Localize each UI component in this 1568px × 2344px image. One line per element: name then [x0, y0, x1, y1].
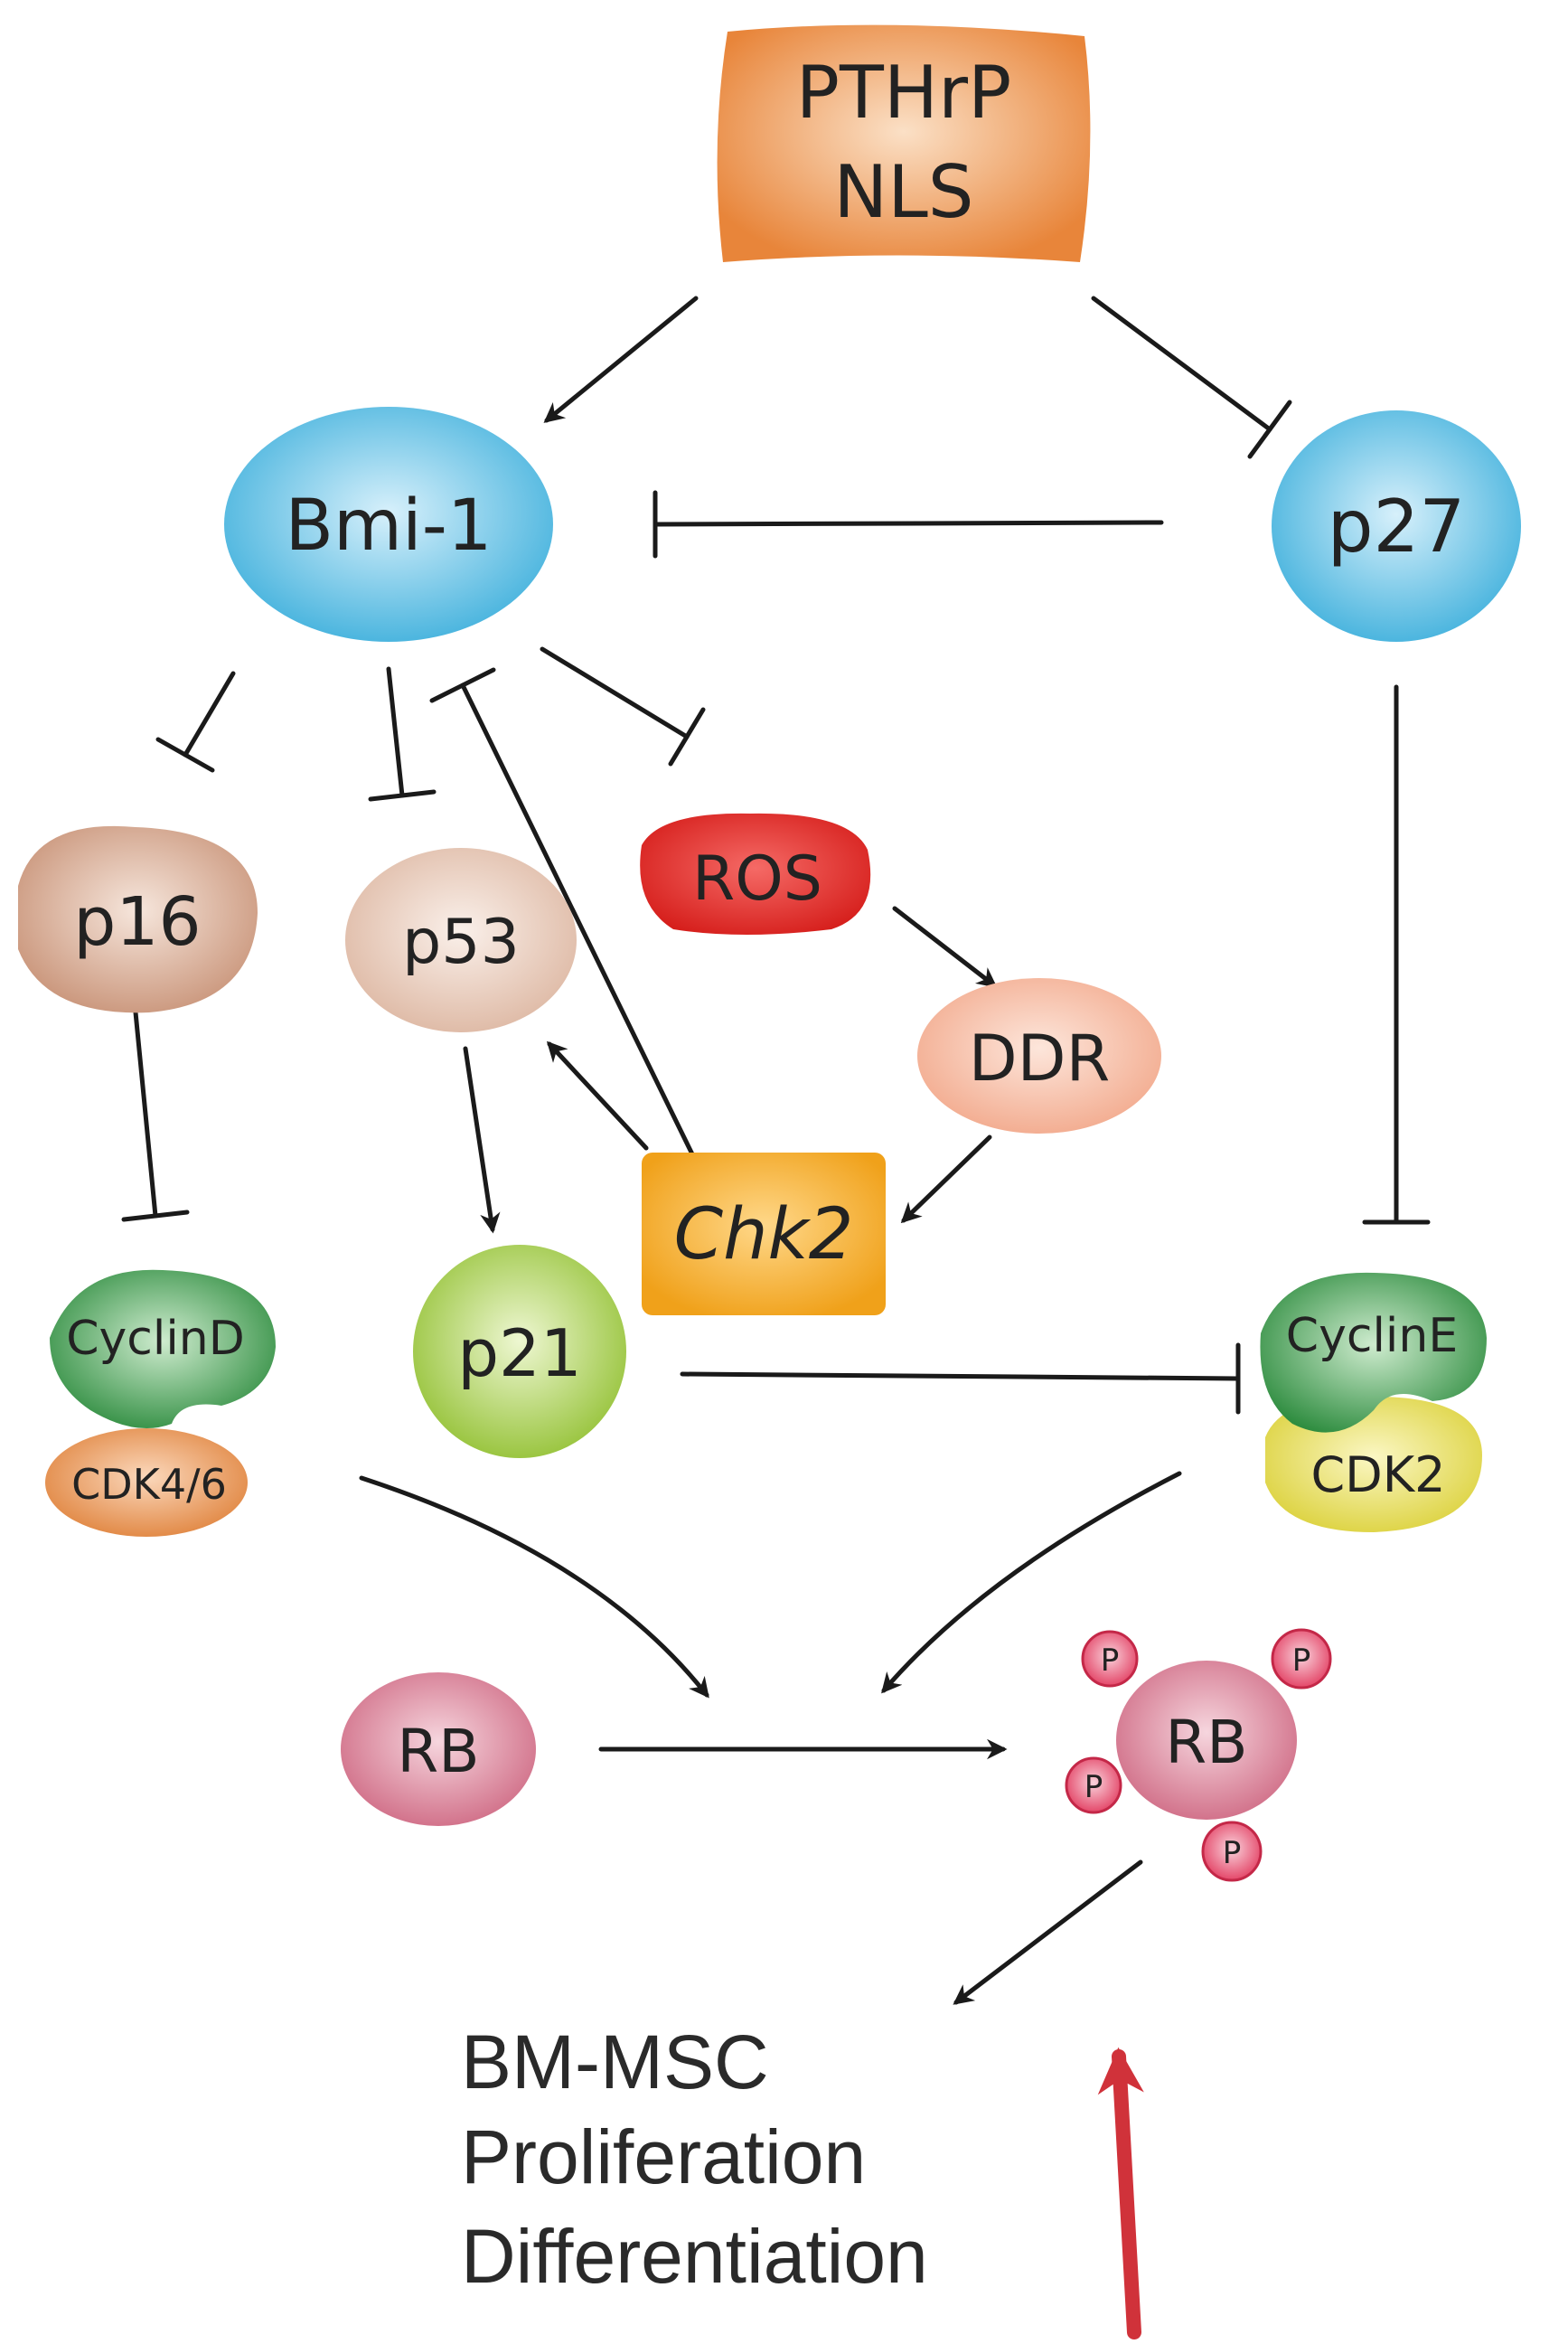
outcome-line-1: BM-MSC — [461, 2019, 769, 2104]
node-p16: p16 — [18, 825, 258, 1013]
svg-text:P: P — [1292, 1643, 1311, 1679]
outcome-line-2: Proliferation — [461, 2114, 866, 2199]
chk2-label: Chk2 — [674, 1194, 854, 1276]
node-p21: p21 — [413, 1245, 626, 1458]
rb-label: RB — [397, 1717, 479, 1786]
edge-p53-to-p21 — [463, 1046, 501, 1234]
edge-ros-to-ddr — [892, 906, 998, 988]
cyclind-label: CyclinD — [66, 1312, 245, 1366]
node-cycline: CyclinE — [1260, 1272, 1487, 1433]
edge-p27-inhibits-bmi1 — [653, 490, 1164, 559]
node-cycline-cdk2-complex: CDK2 CyclinE — [1260, 1272, 1487, 1532]
phosphate-group-bottom: P — [1201, 1821, 1263, 1882]
edge-pthrp-inhibits-p27 — [1091, 296, 1292, 459]
pthrp-label-line1: PTHrP — [796, 51, 1011, 135]
node-pthrp-nls: PTHrP NLS — [717, 24, 1091, 262]
p21-label: p21 — [457, 1315, 581, 1391]
cdk46-label: CDK4/6 — [71, 1460, 227, 1509]
edge-p16-inhibits-cyclind — [121, 1010, 190, 1222]
phosphate-group-top-left: P — [1081, 1630, 1139, 1688]
edge-p27-inhibits-cycline — [1362, 684, 1431, 1225]
edge-rbp-to-outcome — [953, 1859, 1143, 2005]
node-chk2: Chk2 — [642, 1153, 886, 1315]
cdk2-label: CDK2 — [1310, 1446, 1445, 1503]
edge-cycline-to-rb-phosphorylation — [881, 1471, 1182, 1694]
node-rb: RB — [341, 1672, 536, 1826]
increase-arrow-icon — [1097, 2047, 1144, 2339]
edge-chk2-to-p53 — [546, 1040, 649, 1151]
edge-bmi1-inhibits-ros — [540, 646, 706, 767]
p53-label: p53 — [402, 907, 520, 978]
node-rb-phosphorylated: RB P P P P — [1065, 1628, 1332, 1882]
edge-cyclind-to-rb-phosphorylation — [359, 1475, 709, 1699]
node-bmi1: Bmi-1 — [224, 407, 553, 642]
edge-bmi1-inhibits-p53 — [368, 666, 437, 802]
node-cdk46: CDK4/6 — [45, 1428, 248, 1537]
node-ddr: DDR — [917, 978, 1161, 1134]
node-ros: ROS — [640, 813, 871, 935]
cycline-label: CyclinE — [1286, 1309, 1458, 1363]
edge-chk2-inhibits-bmi1 — [429, 667, 699, 1164]
pthrp-label-line2: NLS — [833, 150, 973, 234]
node-cyclind: CyclinD — [50, 1269, 276, 1428]
phosphate-group-top-right: P — [1271, 1628, 1332, 1690]
node-cyclind-cdk46-complex: CDK4/6 CyclinD — [45, 1269, 276, 1537]
edge-pthrp-to-bmi1 — [543, 296, 699, 423]
svg-text:P: P — [1084, 1769, 1103, 1805]
edge-p21-inhibits-cycline — [680, 1342, 1241, 1415]
svg-text:P: P — [1223, 1835, 1242, 1871]
rb-p-label: RB — [1165, 1708, 1247, 1777]
ddr-label: DDR — [969, 1021, 1110, 1096]
edge-bmi1-inhibits-p16 — [155, 671, 236, 773]
p27-label: p27 — [1328, 485, 1466, 569]
outcome-text-block: BM-MSC Proliferation Differentiation — [461, 2019, 928, 2299]
svg-text:P: P — [1101, 1643, 1120, 1679]
p16-label: p16 — [73, 883, 201, 961]
ros-label: ROS — [692, 843, 822, 915]
edge-ddr-to-chk2 — [900, 1134, 992, 1224]
edges — [121, 296, 1431, 2005]
bmi1-label: Bmi-1 — [286, 485, 493, 567]
phosphate-group-left: P — [1065, 1756, 1122, 1814]
outcome-line-3: Differentiation — [461, 2214, 928, 2299]
node-p27: p27 — [1272, 410, 1521, 642]
node-p53: p53 — [345, 848, 577, 1032]
